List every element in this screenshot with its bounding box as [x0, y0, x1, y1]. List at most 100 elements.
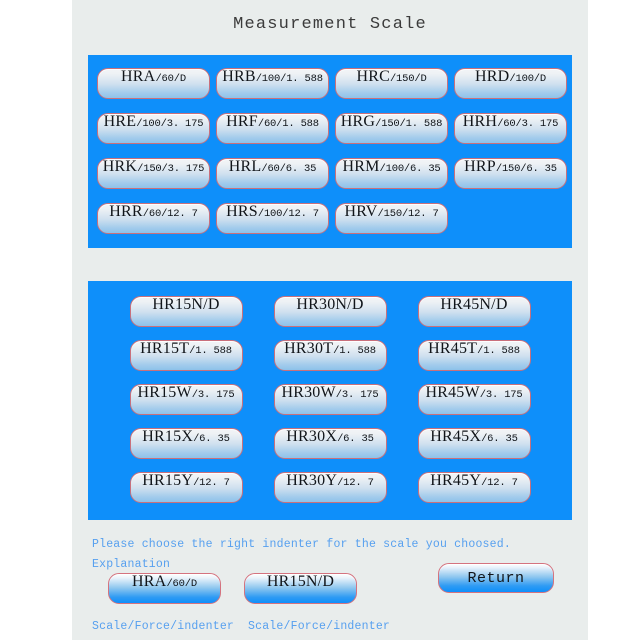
- scale-button-hr15w[interactable]: HR15W/3. 175: [129, 383, 243, 415]
- scale-button-hr45t[interactable]: HR45T/1. 588: [417, 339, 531, 371]
- scale-button-hr30t[interactable]: HR30T/1. 588: [273, 339, 387, 371]
- scale-button-hrh-sub: /60/3. 175: [497, 118, 559, 130]
- scale-button-hrc-main: HRC: [356, 68, 390, 85]
- scale-button-hr30w[interactable]: HR30W/3. 175: [273, 383, 387, 415]
- scale-button-hr30nd-main: HR30N/D: [296, 295, 364, 313]
- scale-button-hr45t-sub: /1. 588: [477, 344, 520, 357]
- scale-button-hr15y-main: HR15Y: [142, 471, 194, 489]
- scale-button-hrv[interactable]: HRV/150/12. 7: [335, 203, 448, 234]
- scale-button-hrm-main: HRM: [342, 158, 380, 175]
- scale-button-hr45x-main: HR45X: [430, 427, 482, 445]
- scale-button-hrg-sub: /150/1. 588: [375, 118, 443, 130]
- scale-button-hr30y-main: HR30Y: [286, 471, 338, 489]
- scale-button-hrp[interactable]: HRP/150/6. 35: [454, 158, 567, 189]
- scale-button-hr15w-main: HR15W: [137, 383, 192, 401]
- scale-button-hrl[interactable]: HRL/60/6. 35: [216, 158, 329, 189]
- scale-button-hr15x[interactable]: HR15X/6. 35: [129, 427, 243, 459]
- example-button-hr15n[interactable]: HR15N/D: [244, 573, 357, 604]
- scale-button-hrr-sub: /60/12. 7: [142, 208, 198, 220]
- scale-button-hrl-sub: /60/6. 35: [261, 163, 317, 175]
- scale-button-hrr-main: HRR: [109, 203, 143, 220]
- scale-button-hrc[interactable]: HRC/150/D: [335, 68, 448, 99]
- scale-button-hra-sub: /60/D: [155, 73, 186, 85]
- scale-button-hr15x-main: HR15X: [142, 427, 194, 445]
- scale-button-hrh[interactable]: HRH/60/3. 175: [454, 113, 567, 144]
- scale-button-hr30nd[interactable]: HR30N/D: [273, 295, 387, 327]
- scale-button-hrd-sub: /100/D: [509, 73, 546, 85]
- return-button[interactable]: Return: [438, 563, 554, 593]
- scale-button-hrd[interactable]: HRD/100/D: [454, 68, 567, 99]
- scale-button-hrm[interactable]: HRM/100/6. 35: [335, 158, 448, 189]
- scale-button-hr15t[interactable]: HR15T/1. 588: [129, 339, 243, 371]
- scale-button-hr15w-sub: /3. 175: [191, 388, 235, 401]
- scale-button-hr15y[interactable]: HR15Y/12. 7: [129, 471, 243, 503]
- scale-button-hre-sub: /100/3. 175: [136, 118, 204, 130]
- scale-button-hr30y[interactable]: HR30Y/12. 7: [273, 471, 387, 503]
- scale-button-hr15t-main: HR15T: [140, 339, 190, 357]
- scale-button-hr15nd-main: HR15N/D: [152, 295, 220, 313]
- scale-button-hrp-sub: /150/6. 35: [495, 163, 557, 175]
- scale-button-hr15y-sub: /12. 7: [193, 476, 230, 489]
- scale-button-hrv-sub: /150/12. 7: [377, 208, 439, 220]
- scale-button-hr30x-main: HR30X: [286, 427, 338, 445]
- explanation-label: Explanation: [92, 558, 171, 571]
- scale-button-hr30t-sub: /1. 588: [333, 344, 376, 357]
- scale-button-hr45w[interactable]: HR45W/3. 175: [417, 383, 531, 415]
- scale-button-hrd-main: HRD: [475, 68, 510, 85]
- scale-button-hre-main: HRE: [103, 113, 137, 130]
- scale-button-hr45w-sub: /3. 175: [479, 388, 523, 401]
- scale-button-hr15t-sub: /1. 588: [189, 344, 232, 357]
- scale-button-hra-main: HRA: [121, 68, 156, 85]
- superficial-scale-row: HR15N/D HR30N/D HR45N/D: [88, 281, 572, 333]
- scale-button-hrb[interactable]: HRB/100/1. 588: [216, 68, 329, 99]
- scale-button-hrm-sub: /100/6. 35: [379, 163, 441, 175]
- scale-button-hrf-main: HRF: [226, 113, 258, 130]
- scale-button-hrv-main: HRV: [344, 203, 378, 220]
- scale-button-hrk[interactable]: HRK/150/3. 175: [97, 158, 210, 189]
- scale-button-hra[interactable]: HRA/60/D: [97, 68, 210, 99]
- scale-button-hrs-main: HRS: [226, 203, 258, 220]
- scale-button-hrh-main: HRH: [462, 113, 498, 130]
- example-button-hr15n-main: HR15N/D: [266, 573, 335, 590]
- example-button-hra-sub: /60/D: [166, 578, 197, 590]
- scale-button-hr45nd-main: HR45N/D: [440, 295, 508, 313]
- scale-button-hre[interactable]: HRE/100/3. 175: [97, 113, 210, 144]
- return-button-label: Return: [467, 569, 525, 587]
- scale-button-hr45x-sub: /6. 35: [481, 432, 518, 445]
- scale-button-hr45y-main: HR45Y: [430, 471, 482, 489]
- scale-button-hr30w-main: HR30W: [281, 383, 336, 401]
- scale-button-hr45w-main: HR45W: [425, 383, 480, 401]
- scale-button-hrk-main: HRK: [102, 158, 138, 175]
- scale-button-hr45y-sub: /12. 7: [481, 476, 518, 489]
- example-button-hra-main: HRA: [132, 573, 167, 590]
- page-title: Measurement Scale: [233, 15, 427, 34]
- scale-button-hrs[interactable]: HRS/100/12. 7: [216, 203, 329, 234]
- scale-button-hr45x[interactable]: HR45X/6. 35: [417, 427, 531, 459]
- scale-button-hr15nd[interactable]: HR15N/D: [129, 295, 243, 327]
- scale-button-hrk-sub: /150/3. 175: [137, 163, 205, 175]
- legend-scale-force-indenter-1: Scale/Force/indenter: [92, 620, 235, 633]
- scale-button-hr45t-main: HR45T: [428, 339, 478, 357]
- scale-button-hr30x[interactable]: HR30X/6. 35: [273, 427, 387, 459]
- scale-button-hr45y[interactable]: HR45Y/12. 7: [417, 471, 531, 503]
- scale-button-hrc-sub: /150/D: [389, 73, 427, 85]
- scale-button-hrr[interactable]: HRR/60/12. 7: [97, 203, 210, 234]
- example-button-hra[interactable]: HRA/60/D: [108, 573, 221, 604]
- scale-button-hrb-sub: /100/1. 588: [255, 73, 323, 85]
- scale-button-hrg[interactable]: HRG/150/1. 588: [335, 113, 448, 144]
- scale-button-hr30w-sub: /3. 175: [335, 388, 379, 401]
- scale-button-hrf[interactable]: HRF/60/1. 588: [216, 113, 329, 144]
- scale-button-hr45nd[interactable]: HR45N/D: [417, 295, 531, 327]
- scale-button-hr30y-sub: /12. 7: [337, 476, 374, 489]
